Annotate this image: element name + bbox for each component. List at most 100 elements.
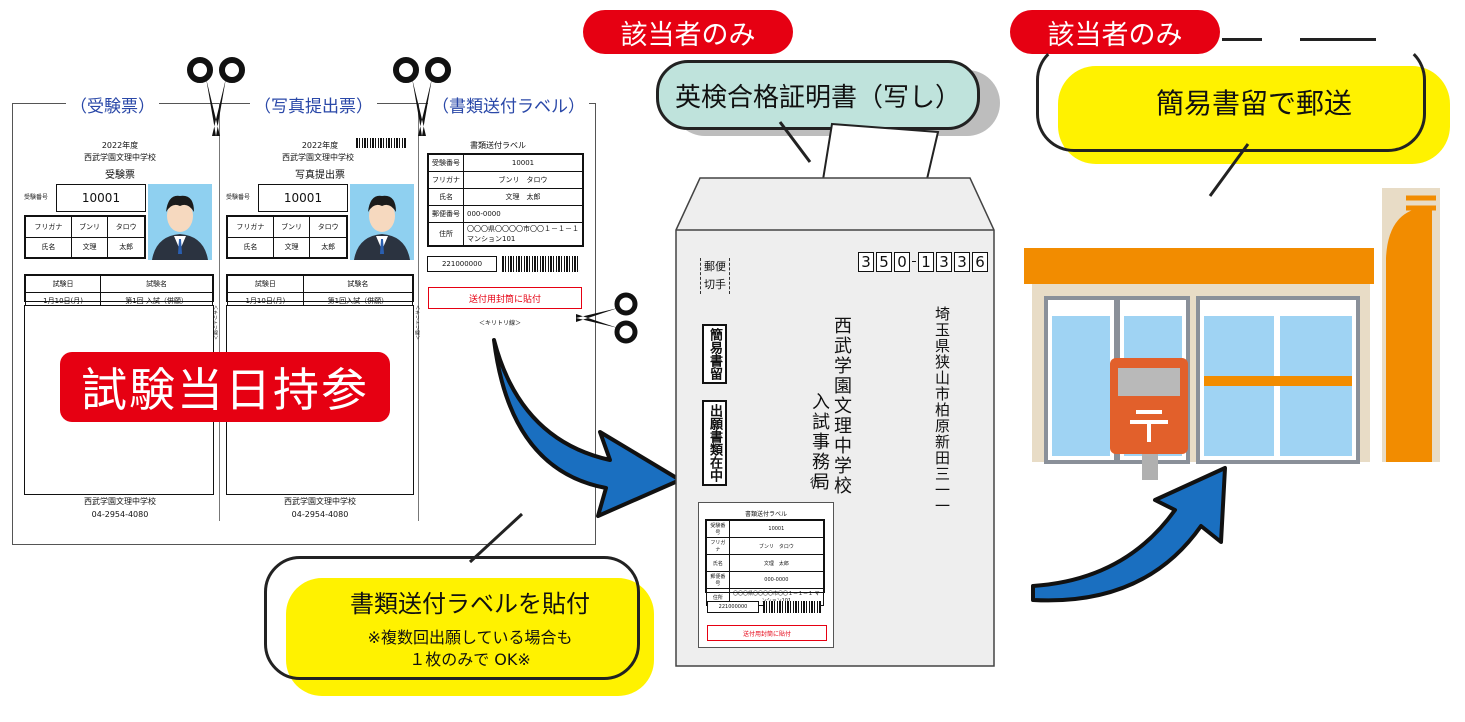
mail-bubble-fill [1058, 66, 1450, 164]
att-furigana: ブンリ タロウ [728, 537, 825, 555]
doc-postal: 000-0000 [463, 205, 583, 223]
doc-address-line1: 〇〇〇県〇〇〇〇市〇〇１－１－１ [467, 225, 579, 233]
att-exam-number: 10001 [728, 520, 825, 538]
att-attach-note: 送付用封筒に貼付 [707, 625, 827, 641]
doc-name: 文理 太郎 [463, 188, 583, 206]
applicable-only-tag: 該当者のみ [583, 10, 793, 54]
name-sei: 文理 [70, 236, 109, 258]
post-office-building [1024, 188, 1440, 480]
stamp-line2: 切手 [704, 278, 726, 291]
exam-name-label: 試験名 [100, 275, 213, 293]
envelope-school: 西武学園文理中学校 [831, 316, 852, 496]
postcode-digit: 5 [876, 252, 892, 272]
scissors-icon [393, 57, 451, 136]
photo-footer-phone: 04-2954-4080 [291, 510, 349, 519]
name-label: 氏名 [227, 236, 274, 258]
note-bubble [264, 556, 640, 680]
postcode-dash [912, 261, 916, 272]
student-photo [148, 184, 212, 260]
ticket-footer-school: 西武学園文理中学校 [84, 497, 156, 506]
arrow-to-post-office-icon [1031, 466, 1227, 603]
furigana-mei: タロウ [309, 216, 347, 238]
postcode-digit: 6 [972, 252, 988, 272]
att-exam-number-label: 受験番号 [706, 520, 730, 538]
ticket-year: 2022年度 [101, 141, 139, 150]
name-table: フリガナブンリタロウ 氏名文理太郎 [24, 215, 146, 259]
doc-cut-line: ＜キリトリ線＞ [478, 320, 521, 327]
att-postal: 000-0000 [728, 571, 825, 589]
photo-ticket-title: 写真提出票 [295, 170, 345, 181]
ticket-title: 受験票 [105, 170, 135, 181]
att-postal-label: 郵便番号 [706, 571, 730, 589]
photo-exam-date-table: 試験日試験名 1月10日(月)第1回入試（併願） [226, 274, 414, 310]
cut-line-text: ＜キリトリ線＞ [414, 305, 420, 341]
postcode-digit: 1 [918, 252, 934, 272]
att-code-box: 221000000 [707, 601, 759, 613]
photo-exam-number-label: 受験番号 [226, 194, 251, 201]
stamp-area: 郵便 切手 [700, 258, 730, 294]
mail-bubble-line [1300, 38, 1376, 41]
exam-number-label: 受験番号 [24, 194, 49, 201]
envelope-office: 入試事務局 [809, 392, 830, 492]
att-address-line1: 〇〇〇県〇〇〇〇市〇〇１－１－１ [733, 591, 814, 597]
name-label: 氏名 [25, 236, 72, 258]
furigana-mei: タロウ [107, 216, 145, 238]
furigana-sei: ブンリ [272, 216, 311, 238]
mail-bubble-tail [1208, 143, 1250, 197]
mail-bubble-text: 簡易書留で郵送 [1155, 87, 1352, 120]
student-photo [350, 184, 414, 260]
scissors-icon [187, 57, 245, 136]
cut-line-text: ＜キリトリ線＞ [212, 305, 218, 341]
exam-ticket-label: （受験票） [66, 92, 159, 117]
postcode-digit: 0 [894, 252, 910, 272]
photo-ticket-school: 西武学園文理中学校 [282, 153, 354, 162]
doc-address-line2: マンション101 [467, 235, 516, 243]
registered-mail-mark: 簡易書留 [702, 324, 727, 384]
exam-name-label: 試験名 [302, 275, 414, 293]
barcode [502, 256, 580, 272]
doc-label-title: 書類送付ラベル [470, 141, 526, 150]
furigana-label: フリガナ [25, 216, 72, 238]
doc-exam-number: 10001 [463, 154, 583, 172]
ticket-footer-phone: 04-2954-4080 [91, 510, 149, 519]
sheet-divider-2 [418, 103, 419, 521]
photo-footer-school: 西武学園文理中学校 [284, 497, 356, 506]
doc-furigana: ブンリ タロウ [463, 171, 583, 189]
postcode-digit: 3 [954, 252, 970, 272]
mail-bubble [1036, 42, 1426, 152]
ticket-school: 西武学園文理中学校 [84, 153, 156, 162]
certificate-bubble: 英検合格証明書（写し） [656, 60, 980, 130]
name-mei: 太郎 [107, 236, 145, 258]
doc-name-label: 氏名 [428, 188, 464, 206]
furigana-sei: ブンリ [70, 216, 109, 238]
doc-postal-label: 郵便番号 [428, 205, 464, 223]
envelope-address: 埼玉県狭山市柏原新田三一一 [933, 306, 951, 514]
doc-address: 〇〇〇県〇〇〇〇市〇〇１－１－１ マンション101 [463, 222, 583, 246]
note-bubble-fill [286, 578, 654, 696]
mail-bubble-line [1222, 38, 1262, 41]
exam-number-box: 10001 [56, 184, 146, 212]
photo-ticket-label: （写真提出票） [250, 92, 377, 117]
note-bubble-tail [468, 512, 524, 564]
name-sei: 文理 [272, 236, 311, 258]
doc-furigana-label: フリガナ [428, 171, 464, 189]
label-section-label: （書類送付ラベル） [428, 92, 589, 117]
exam-date-table: 試験日試験名 1月10日(月)第1回 入試（併願） [24, 274, 214, 310]
attached-label-title: 書類送付ラベル [744, 511, 787, 518]
date-label: 試験日 [227, 275, 304, 293]
att-name-label: 氏名 [706, 554, 730, 572]
doc-exam-number-label: 受験番号 [428, 154, 464, 172]
documents-enclosed-mark: 出願書類在中 [702, 400, 727, 486]
envelope-honorific: 行 [810, 478, 820, 489]
arrow-to-envelope-icon [492, 338, 682, 518]
att-furigana-label: フリガナ [706, 537, 730, 555]
note-main-text: 書類送付ラベルを貼付 [350, 590, 590, 618]
postcode-digit: 3 [858, 252, 874, 272]
doc-address-label: 住所 [428, 222, 464, 246]
doc-code-box: 221000000 [427, 256, 497, 272]
barcode [763, 601, 821, 613]
att-name: 文理 太郎 [728, 554, 825, 572]
photo-name-table: フリガナブンリタロウ 氏名文理太郎 [226, 215, 348, 259]
